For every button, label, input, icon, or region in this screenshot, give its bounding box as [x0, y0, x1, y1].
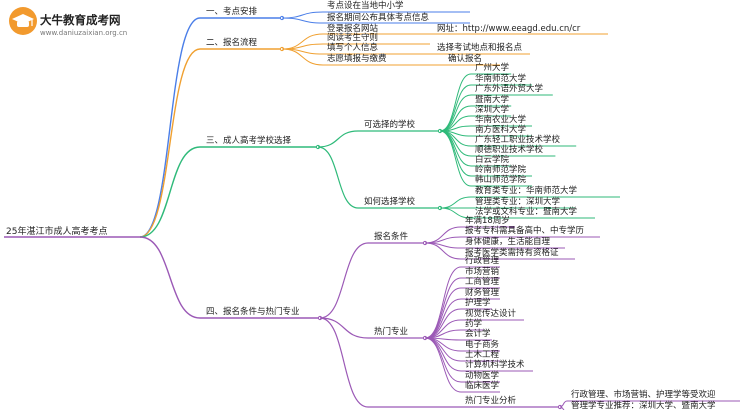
school-item: 华南农业大学: [475, 115, 527, 125]
connector-line: [424, 337, 462, 393]
connector-line: [424, 226, 462, 244]
school-item: 韩山师范学院: [475, 175, 527, 185]
school-item: 白云学院: [475, 155, 510, 165]
school-item: 广州大学: [475, 63, 510, 73]
leaf-text: 考点设在当地中小学: [327, 1, 404, 11]
choice-item: 管理类专业：深圳大学: [475, 197, 561, 207]
major-item: 土木工程: [465, 350, 500, 360]
website-detail: 网址：http://www.eeagd.edu.cn/cr: [437, 24, 581, 34]
school-item: 暨南大学: [475, 95, 510, 105]
major-item: 电子商务: [465, 340, 500, 350]
connector-line: [139, 236, 201, 319]
major-item: 护理学: [465, 298, 491, 308]
major-item: 行政管理: [465, 256, 500, 266]
connector-line: [424, 242, 462, 260]
major-item: 市场营销: [465, 267, 500, 277]
connector-line: [281, 48, 324, 66]
leaf-text: 阅读考生守则: [327, 33, 379, 43]
connector-line: [317, 146, 359, 209]
analysis-item: 行政管理、市场营销、护理学等受欢迎: [571, 390, 716, 400]
connector-line: [317, 130, 359, 148]
branch-registration-process: 二、报名流程: [206, 38, 258, 48]
sub-branch-how-to-choose: 如何选择学校: [364, 197, 416, 207]
major-item: 工商管理: [465, 277, 500, 287]
connector-line: [439, 130, 472, 187]
leaf-text: 填写个人信息: [327, 43, 379, 53]
brand-logo: [8, 6, 38, 40]
condition-item: 报考医学类需持有资格证: [465, 248, 559, 258]
connector-line: [439, 196, 472, 209]
school-item: 深圳大学: [475, 105, 510, 115]
major-item: 计算机科学技术: [465, 360, 525, 370]
condition-item: 年满18周岁: [465, 216, 510, 226]
condition-item: 报考专科需具备高中、中专学历: [465, 226, 585, 236]
sub-branch-schools: 可选择的学校: [364, 120, 416, 130]
connector-line: [139, 146, 201, 238]
school-item: 南方医科大学: [475, 125, 527, 135]
school-item: 岭南师范学院: [475, 165, 527, 175]
major-item: 临床医学: [465, 381, 500, 391]
graduation-cap-icon: [9, 7, 37, 35]
school-item: 广东外语外贸大学: [475, 84, 544, 94]
major-item: 视觉传达设计: [465, 309, 517, 319]
connector-line: [319, 317, 369, 408]
connector-line: [281, 17, 324, 24]
connector-line: [439, 94, 472, 132]
connector-line: [439, 130, 472, 177]
branch-conditions-majors: 四、报名条件与热门专业: [206, 307, 300, 317]
leaf-detail: 确认报名: [448, 54, 483, 64]
root-topic: 25年湛江市成人高考考点: [6, 227, 108, 237]
connector-line: [319, 317, 369, 339]
analysis-item: 管理学专业推荐：深圳大学、暨南大学: [571, 401, 716, 411]
condition-item: 身体健康，生活能自理: [465, 237, 551, 247]
connector-line: [281, 11, 324, 19]
connector-line: [139, 48, 201, 238]
choice-item: 法学或文科专业：暨南大学: [475, 207, 578, 217]
sub-branch-conditions: 报名条件: [374, 232, 409, 242]
major-item: 会计学: [465, 329, 491, 339]
branch-school-choice: 三、成人高考学校选择: [206, 136, 292, 146]
school-item: 华南师范大学: [475, 74, 527, 84]
choice-item: 教育类专业：华南师范大学: [475, 186, 578, 196]
connector-line: [424, 298, 462, 339]
major-item: 药学: [465, 319, 483, 329]
connector-line: [424, 337, 462, 362]
connector-line: [439, 207, 472, 219]
school-item: 广东轻工职业技术学校: [475, 135, 561, 145]
leaf-text: 报名期间公布具体考点信息: [327, 13, 430, 23]
leaf-detail: 选择考试地点和报名点: [437, 43, 523, 53]
leaf-text: 志愿填报与缴费: [327, 54, 387, 64]
major-item: 动物医学: [465, 371, 500, 381]
sub-branch-analysis: 热门专业分析: [465, 396, 517, 406]
school-item: 顺德职业技术学校: [475, 145, 544, 155]
major-item: 财务管理: [465, 288, 500, 298]
connector-line: [139, 17, 201, 238]
brand-name: 大牛教育成考网: [40, 13, 121, 27]
leaf-text: 登录报名网站: [327, 24, 379, 34]
brand-url: www.daniuzaixian.org.cn: [40, 29, 128, 37]
sub-branch-hot-majors: 热门专业: [374, 327, 409, 337]
branch-exam-sites: 一、考点安排: [206, 7, 258, 17]
connector-line: [319, 242, 369, 319]
connector-line: [439, 73, 472, 132]
connector-line: [424, 266, 462, 339]
connector-line: [439, 105, 472, 132]
